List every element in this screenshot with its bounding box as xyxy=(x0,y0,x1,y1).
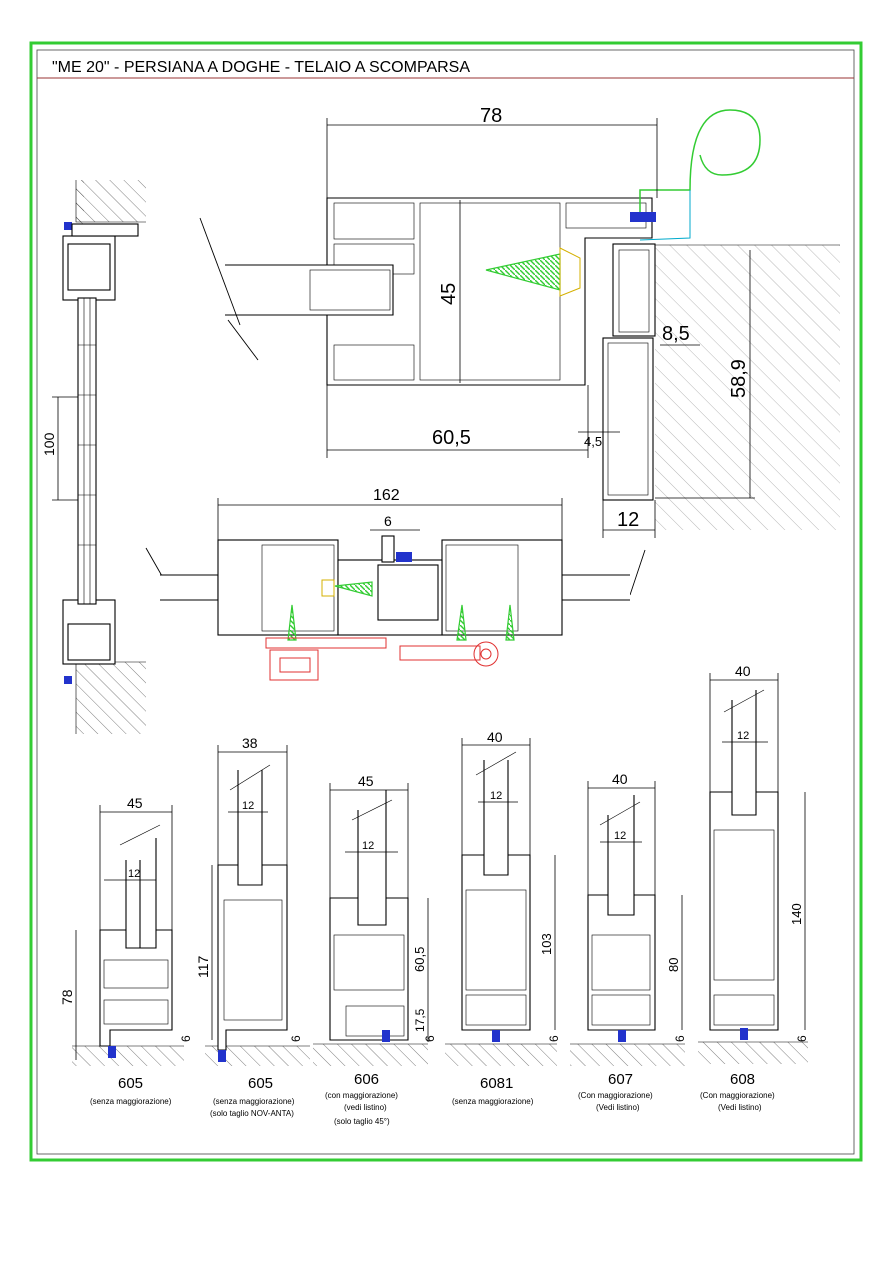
dim-6: 6 xyxy=(384,513,392,529)
floor-605-a xyxy=(72,1046,184,1066)
floor-605-b xyxy=(205,1046,310,1066)
code-606: 606 xyxy=(354,1071,379,1088)
note1-605-a: (senza maggiorazione) xyxy=(90,1097,172,1106)
note1-608: (Con maggiorazione) xyxy=(700,1091,775,1100)
height-605-b: 117 xyxy=(195,955,211,978)
base-605-b: 6 xyxy=(289,1035,303,1042)
cut-line-4 xyxy=(629,549,646,596)
dim-78: 78 xyxy=(480,105,502,127)
gasket-bottom xyxy=(64,676,72,684)
inner-border xyxy=(36,49,855,1155)
gasket-607 xyxy=(618,1030,626,1042)
floor-608 xyxy=(698,1042,808,1064)
note2-605-b: (solo taglio NOV-ANTA) xyxy=(210,1109,294,1118)
width-607: 40 xyxy=(612,771,628,787)
profile-607: 40 12 80 6 607 (Con maggiorazione) (Vedi… xyxy=(570,771,687,1112)
gasket-606 xyxy=(382,1030,390,1042)
hinge-hardware xyxy=(265,637,499,681)
slat-605-b: 12 xyxy=(242,800,254,812)
floor-607 xyxy=(570,1044,685,1066)
gasket-middle xyxy=(396,552,412,562)
base-608: 6 xyxy=(795,1035,809,1042)
height-6081: 103 xyxy=(539,933,554,955)
note1-607: (Con maggiorazione) xyxy=(578,1091,653,1100)
note2-607: (Vedi listino) xyxy=(596,1103,640,1112)
dim-162: 162 xyxy=(373,487,400,504)
gasket-main xyxy=(630,212,656,222)
hook xyxy=(639,109,761,220)
main-detail: 78 45 60,5 4,5 8,5 58,9 12 xyxy=(199,105,840,538)
note1-606: (con maggiorazione) xyxy=(325,1091,398,1100)
note1-605-b: (senza maggiorazione) xyxy=(213,1097,295,1106)
note2-608: (Vedi listino) xyxy=(718,1103,762,1112)
dim-58-9: 58,9 xyxy=(728,359,750,398)
side-dim-100: 100 xyxy=(41,432,57,456)
base-606: 6 xyxy=(423,1035,437,1042)
code-608: 608 xyxy=(730,1071,755,1088)
gasket-605-a xyxy=(108,1046,116,1058)
screw-main xyxy=(485,247,581,297)
height2-606: 17,5 xyxy=(413,1008,427,1032)
base-6081: 6 xyxy=(547,1035,561,1042)
profile-606: 45 12 60,5 17,5 6 606 (con maggiorazione… xyxy=(313,773,437,1126)
slat-606: 12 xyxy=(362,840,374,852)
width-605-a: 45 xyxy=(127,795,143,811)
cut-line-1 xyxy=(199,217,241,326)
height-605-a: 78 xyxy=(59,989,75,1005)
side-view: 100 xyxy=(41,180,146,734)
note3-606: (solo taglio 45°) xyxy=(334,1117,390,1126)
height-608: 140 xyxy=(789,903,804,925)
gasket-608 xyxy=(740,1028,748,1040)
code-605-b: 605 xyxy=(248,1075,273,1092)
width-6081: 40 xyxy=(487,729,503,745)
slat-6081: 12 xyxy=(490,790,502,802)
slat-605-a: 12 xyxy=(128,868,140,880)
code-6081: 6081 xyxy=(480,1075,513,1092)
slat-608: 12 xyxy=(737,730,749,742)
floor-6081 xyxy=(445,1044,557,1066)
width-605-b: 38 xyxy=(242,735,258,751)
wall-hatch-top xyxy=(76,180,146,222)
profile-605-a: 45 12 78 6 605 (senza maggiorazione) xyxy=(59,795,193,1106)
dim-60-5: 60,5 xyxy=(432,427,471,449)
middle-detail: 162 6 xyxy=(145,487,646,681)
code-607: 607 xyxy=(608,1071,633,1088)
note2-606: (vedi listino) xyxy=(344,1103,387,1112)
width-608: 40 xyxy=(735,663,751,679)
profile-6081: 40 12 103 6 6081 (senza maggiorazione) xyxy=(445,729,561,1106)
code-605-a: 605 xyxy=(118,1075,143,1092)
page-title: "ME 20" - PERSIANA A DOGHE - TELAIO A SC… xyxy=(52,59,470,76)
dim-4-5: 4,5 xyxy=(584,434,602,449)
height-606: 60,5 xyxy=(412,947,427,972)
profile-608: 40 12 140 6 608 (Con maggiorazione) (Ved… xyxy=(698,663,809,1112)
dim-12: 12 xyxy=(617,509,639,531)
dim-45: 45 xyxy=(438,283,460,305)
base-605-a: 6 xyxy=(179,1035,193,1042)
screws-middle xyxy=(287,579,515,641)
width-606: 45 xyxy=(358,773,374,789)
cut-line-2 xyxy=(227,319,259,361)
gasket-605-b xyxy=(218,1050,226,1062)
dim-8-5: 8,5 xyxy=(662,323,690,345)
slat-607: 12 xyxy=(614,830,626,842)
wall-hatch-bottom xyxy=(76,662,146,734)
sheet-border xyxy=(29,41,863,1162)
slat-ticks xyxy=(78,344,96,546)
floor-606 xyxy=(313,1044,428,1066)
base-607: 6 xyxy=(673,1035,687,1042)
gasket-6081 xyxy=(492,1030,500,1042)
note1-6081: (senza maggiorazione) xyxy=(452,1097,534,1106)
height-607: 80 xyxy=(666,958,681,972)
wall-block xyxy=(655,245,840,530)
gasket-top xyxy=(64,222,72,230)
profile-605-b: 38 12 117 6 605 (senza maggiorazione) (s… xyxy=(195,735,310,1118)
